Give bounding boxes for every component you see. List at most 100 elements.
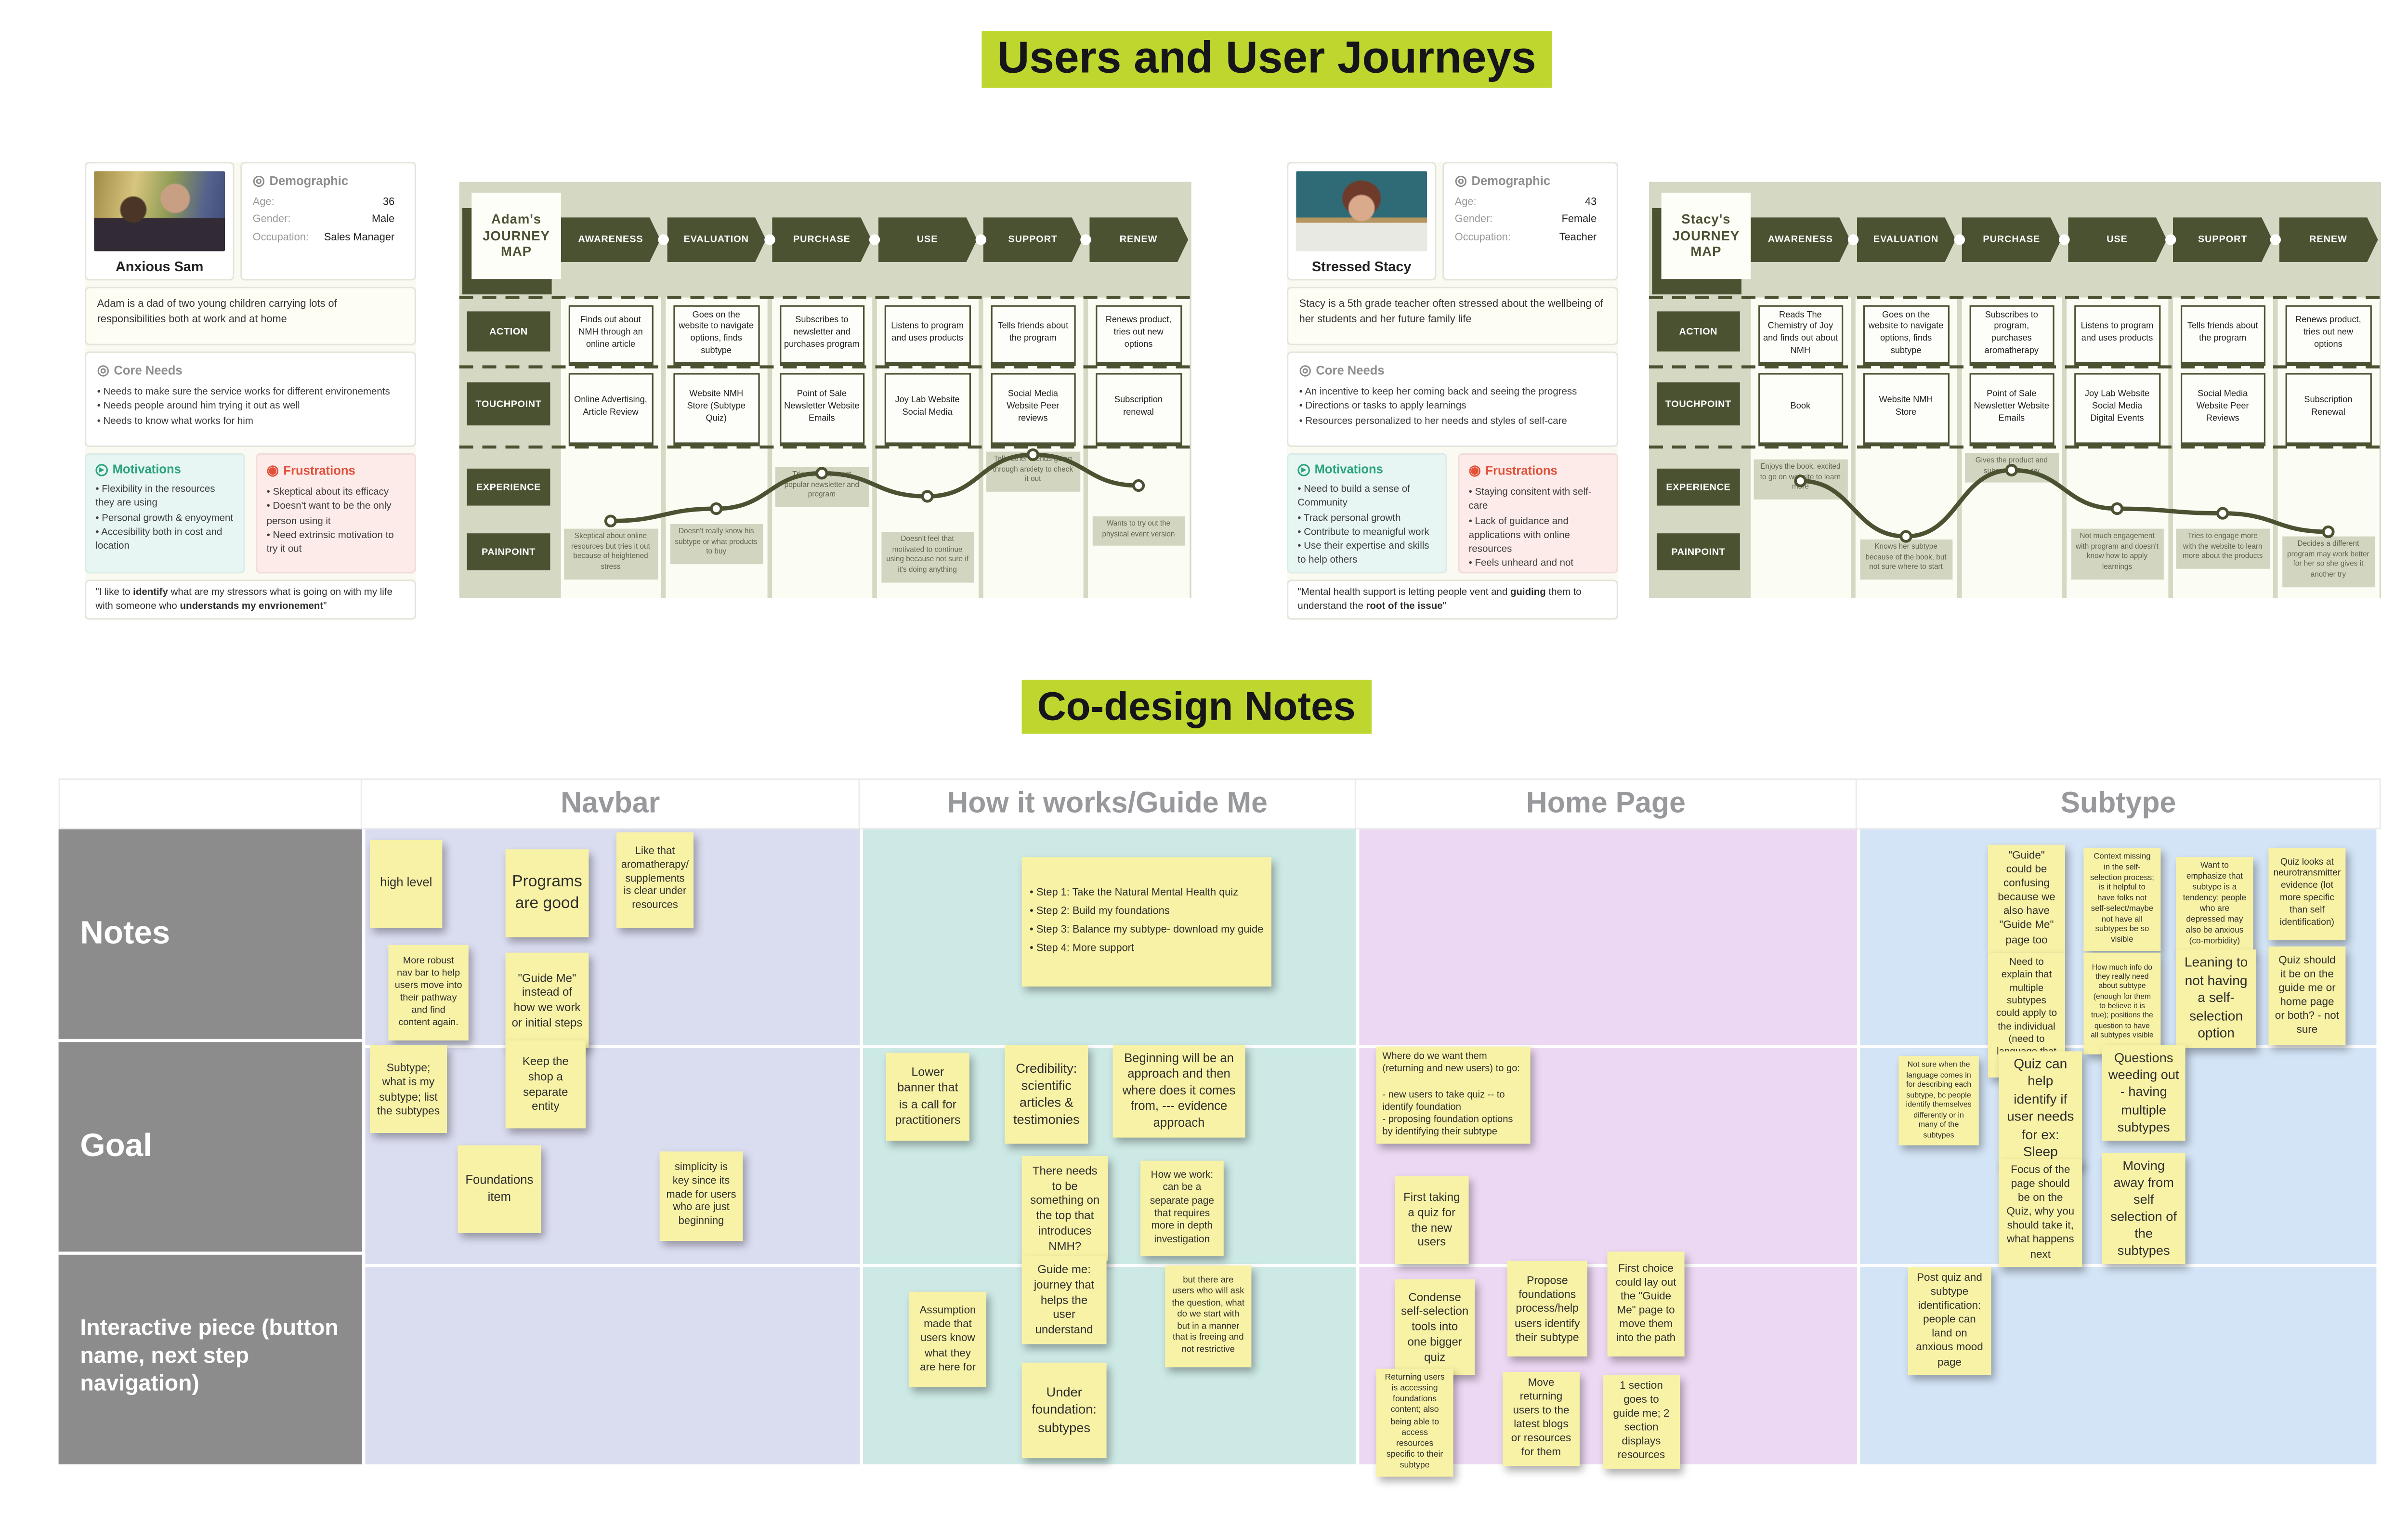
demo-label: Gender:: [1454, 214, 1493, 225]
stage-chip-purchase: PURCHASE: [772, 217, 871, 262]
motivations-card: Motivations Flexibility in the resources…: [85, 453, 245, 574]
core-needs-list: Needs to make sure the service works for…: [97, 385, 404, 428]
sticky-note[interactable]: Guide me: journey that helps the user un…: [1021, 1256, 1107, 1344]
demo-value: Teacher: [1559, 232, 1597, 243]
bullet-item: Staying consitent with self-care: [1469, 486, 1608, 514]
demographic-title: Demographic: [269, 174, 349, 188]
column-header-home-page: Home Page: [1356, 778, 1857, 829]
sticky-note[interactable]: Like that aromatherapy/ supplements is c…: [616, 832, 694, 928]
sticky-note[interactable]: Where do we want them (returning and new…: [1376, 1046, 1531, 1145]
row-label-painpoint: PAINPOINT: [1657, 533, 1740, 570]
sticky-note[interactable]: How we work: can be a separate page that…: [1140, 1160, 1224, 1256]
demo-label: Gender:: [252, 214, 291, 225]
motivations-card: Motivations Need to build a sense of Com…: [1287, 453, 1447, 574]
sticky-step: Step 2: Build my foundations: [1030, 903, 1263, 921]
sticky-note[interactable]: Assumption made that users know what the…: [909, 1291, 986, 1387]
stage-chip-awareness: AWARENESS: [1751, 217, 1850, 262]
sticky-note[interactable]: Questions weeding out - having multiple …: [2102, 1045, 2186, 1141]
painpoint-note: Not much engagement with program and doe…: [2070, 528, 2164, 579]
stage-connector-dot: [1953, 234, 1964, 245]
quote-emphasis: identify: [133, 587, 168, 598]
sticky-note[interactable]: Quiz can help identify if user needs for…: [1999, 1051, 2082, 1166]
touchpoint-box: Point of Sale Newsletter Website Emails: [779, 373, 865, 444]
sticky-note[interactable]: Subtype; what is my subtype; list the su…: [370, 1045, 447, 1133]
sticky-note[interactable]: "Guide Me" instead of how we work or ini…: [505, 952, 589, 1048]
quote-text: what are my stressors what is going on w…: [95, 587, 393, 612]
sticky-note[interactable]: Moving away from self selection of the s…: [2102, 1153, 2186, 1264]
touchpoint-box: Website NMH Store: [1863, 373, 1949, 444]
bullet-item: Need to build a sense of Community: [1297, 483, 1436, 511]
sticky-note[interactable]: Quiz should it be on the guide me or hom…: [2268, 946, 2346, 1045]
bullet-item: Lack of guidance and applications with o…: [1469, 514, 1608, 557]
demographic-row: Age:43: [1455, 197, 1606, 207]
column-band-navbar: [362, 829, 860, 1464]
sticky-note[interactable]: More robust nav bar to help users move i…: [388, 945, 469, 1040]
demo-label: Occupation:: [252, 232, 309, 243]
sticky-note[interactable]: Context missing in the self-selection pr…: [2083, 848, 2161, 951]
column-header-how-it-works: How it works/Guide Me: [860, 778, 1356, 829]
table-corner: [58, 778, 363, 829]
action-box: Tells friends about the program: [2180, 305, 2265, 364]
record-icon: [1469, 462, 1481, 479]
sticky-note[interactable]: Step 1: Take the Natural Mental Health q…: [1021, 857, 1271, 987]
action-box: Goes on the website to navigate options,…: [1863, 305, 1949, 364]
sticky-note[interactable]: Want to emphasize that subtype is a tend…: [2176, 857, 2253, 953]
sticky-note[interactable]: Move returning users to the latest blogs…: [1503, 1372, 1580, 1465]
bullet-item: Skeptical about its efficacy: [267, 486, 406, 500]
motivations-title: Motivations: [112, 462, 181, 476]
sticky-note[interactable]: 1 section goes to guide me; 2 section di…: [1603, 1375, 1680, 1469]
sticky-note[interactable]: Propose foundations process/help users i…: [1507, 1261, 1587, 1356]
dashed-divider: [1649, 296, 2381, 300]
sticky-note[interactable]: Programs are good: [505, 849, 589, 937]
painpoint-note: Decides a different program may work bet…: [2281, 536, 2375, 587]
action-box: Goes on the website to navigate options,…: [673, 305, 759, 364]
sticky-note[interactable]: Post quiz and subtype identification: pe…: [1908, 1267, 1991, 1375]
sticky-note[interactable]: First choice could lay out the "Guide Me…: [1607, 1251, 1685, 1356]
sticky-note[interactable]: Leaning to not having a self- selection …: [2176, 949, 2256, 1048]
sticky-note[interactable]: Condense self-selection tools into one b…: [1395, 1279, 1475, 1375]
bullet-item: Feels unheard and not listened to when i…: [1469, 557, 1608, 572]
touchpoint-box: Joy Lab Website Social Media Digital Eve…: [2074, 373, 2160, 444]
bullet-item: Flexibility in the resources they are us…: [95, 483, 234, 511]
sticky-note[interactable]: Beginning will be an approach and then w…: [1112, 1045, 1245, 1138]
sticky-note[interactable]: Focus of the page should be on the Quiz,…: [1999, 1159, 2082, 1267]
sticky-note[interactable]: First taking a quiz for the new users: [1395, 1176, 1469, 1264]
play-icon: [95, 463, 108, 476]
sticky-note[interactable]: Not sure when the language comes in for …: [1898, 1056, 1979, 1145]
action-box: Renews product, tries out new options: [1096, 305, 1181, 364]
target-icon: [97, 362, 109, 379]
demographic-card: Demographic Age:43 Gender:Female Occupat…: [1442, 162, 1618, 281]
row-label-action: ACTION: [1657, 311, 1740, 352]
stage-chip-evaluation: EVALUATION: [667, 217, 766, 262]
sticky-note[interactable]: Under foundation: subtypes: [1021, 1362, 1107, 1459]
sticky-note[interactable]: How much info do they really need about …: [2083, 952, 2161, 1054]
sticky-note[interactable]: but there are users who will ask the que…: [1165, 1265, 1252, 1368]
sticky-note[interactable]: Credibility: scientific articles & testi…: [1005, 1045, 1088, 1144]
sticky-note[interactable]: Lower banner that is a call for practiti…: [886, 1053, 969, 1141]
sticky-note[interactable]: Foundations item: [458, 1145, 541, 1233]
column-header-navbar: Navbar: [362, 778, 860, 829]
frustrations-title: Frustrations: [1485, 464, 1557, 478]
frustrations-list: Skeptical about its efficacyDoesn't want…: [267, 486, 406, 557]
stage-chip-renew: RENEW: [1089, 217, 1188, 262]
sticky-note[interactable]: "Guide" could be confusing because we al…: [1988, 844, 2065, 952]
sticky-note[interactable]: Returning users is accessing foundations…: [1376, 1369, 1453, 1477]
action-box: Subscribes to program, purchases aromath…: [1969, 305, 2055, 364]
record-icon: [267, 462, 279, 479]
sticky-note[interactable]: Quiz looks at neurotransmitter evidence …: [2268, 848, 2346, 940]
dashed-divider: [1649, 365, 2381, 369]
demographic-row: Occupation:Sales Manager: [253, 232, 404, 243]
sticky-note[interactable]: There needs to be something on the top t…: [1021, 1156, 1108, 1261]
persona-card-stressed-stacy: Stressed Stacy Demographic Age:43 Gender…: [1287, 162, 1618, 620]
sticky-note[interactable]: simplicity is key since its made for use…: [659, 1151, 743, 1241]
touchpoint-box: Website NMH Store (Subtype Quiz): [673, 373, 759, 444]
row-label-touchpoint: TOUCHPOINT: [467, 382, 550, 426]
demographic-title: Demographic: [1471, 174, 1551, 188]
row-header-column: Notes Goal Interactive piece (button nam…: [58, 829, 363, 1464]
stage-chip-support: SUPPORT: [2173, 217, 2272, 262]
quote-text: "I like to: [95, 587, 133, 598]
sticky-note[interactable]: high level: [370, 840, 443, 928]
sticky-note[interactable]: Keep the shop a separate entity: [505, 1040, 586, 1129]
experience-note: Enjoys the book, excited to go on websit…: [1754, 459, 1847, 500]
